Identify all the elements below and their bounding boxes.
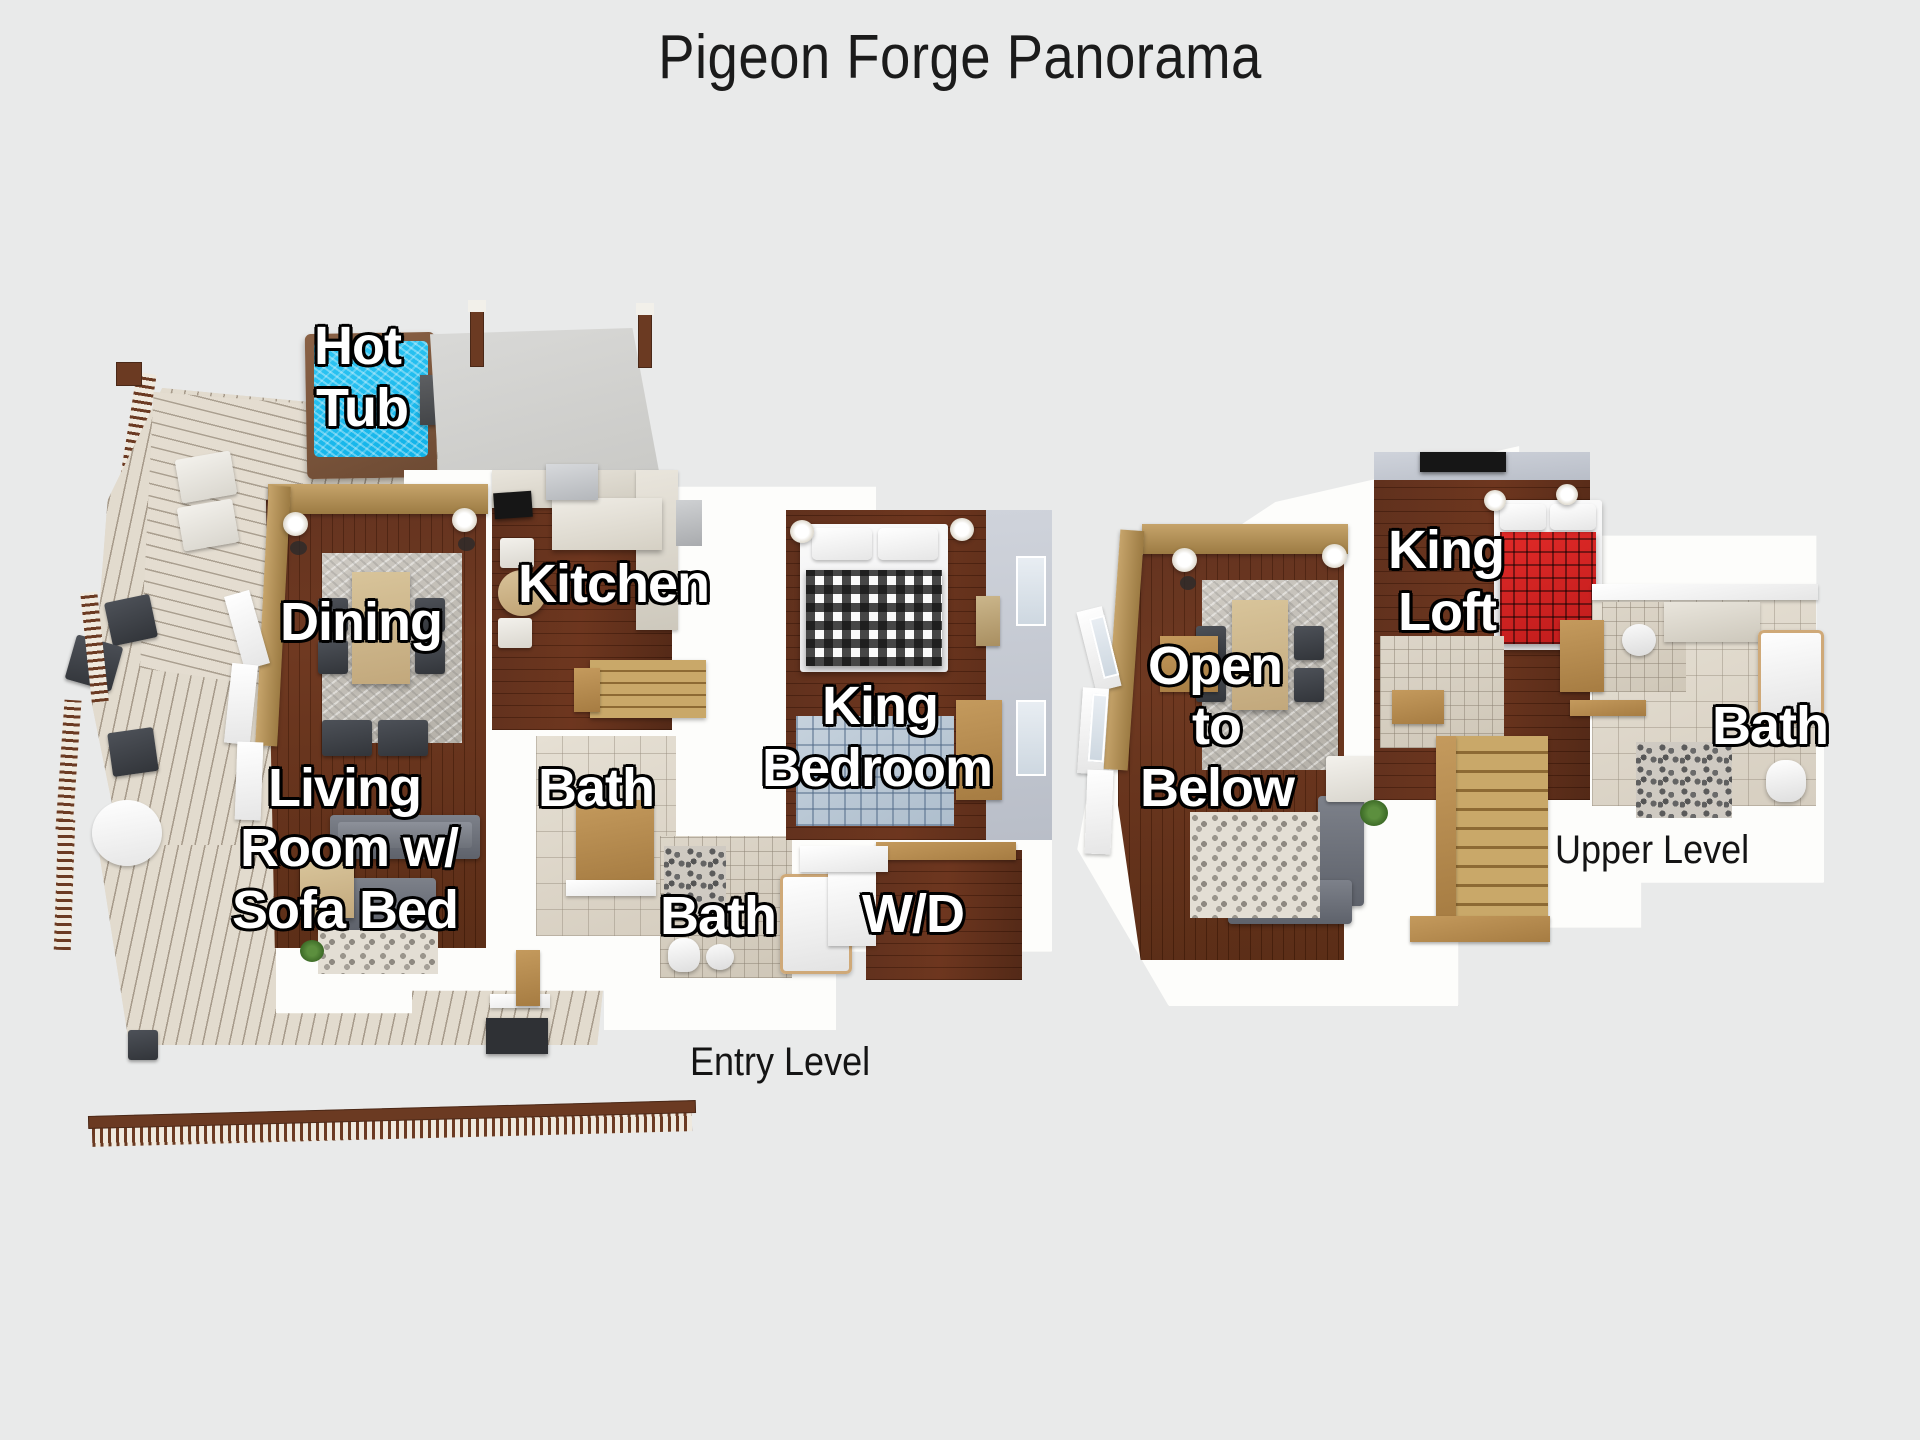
patio-post-right xyxy=(638,308,652,368)
bedroom-wall-art xyxy=(976,596,1000,646)
entry-console xyxy=(516,950,540,1006)
light-fixture-1 xyxy=(283,512,308,536)
kitchen-refrigerator xyxy=(546,464,598,500)
dining-table xyxy=(352,572,410,684)
upper-stair-landing xyxy=(1410,916,1550,942)
open-to-below-dining-table xyxy=(1232,600,1288,710)
king-loft-pillow-2 xyxy=(1550,504,1596,530)
upper-bath-tub xyxy=(1758,630,1824,724)
deck-railing-post-top xyxy=(116,362,142,386)
king-loft-tv xyxy=(1420,452,1506,472)
deck-railing-left-3 xyxy=(53,819,76,951)
upper-bath-vanity xyxy=(1664,602,1760,642)
entry-level-caption: Entry Level xyxy=(690,1040,871,1084)
upper-staircase xyxy=(1454,736,1548,922)
entry-door-mat xyxy=(486,1018,548,1054)
kitchen-tv xyxy=(493,490,533,520)
dining-chair-3 xyxy=(415,598,445,632)
open-to-below-rug-lower xyxy=(1190,812,1320,918)
patio-post-left xyxy=(470,305,484,367)
king-bed-pillow-1 xyxy=(812,528,872,560)
kitchen-range-hood xyxy=(676,500,702,546)
light-fixture-2 xyxy=(452,508,477,532)
upper-bay-wall-3 xyxy=(1084,769,1114,855)
entry-staircase xyxy=(590,660,706,718)
bedroom-light-2 xyxy=(950,518,974,541)
king-bedroom-bench xyxy=(800,846,888,872)
king-loft-light-2 xyxy=(1556,484,1578,505)
living-area-rug-bottom xyxy=(318,930,438,974)
king-bedroom-dresser xyxy=(956,700,1002,800)
breakfast-chair-1 xyxy=(500,538,534,568)
king-loft-pillow-1 xyxy=(1500,504,1546,530)
upper-bath-pebble-floor xyxy=(1636,742,1732,818)
kitchen-counter-right xyxy=(636,470,678,630)
patio-post-right-cap xyxy=(636,303,654,315)
deck-chair-dark-2 xyxy=(107,727,159,777)
great-room-ceiling-beam xyxy=(268,484,488,514)
wd-closet-floor xyxy=(866,850,1022,980)
stair-newel-post xyxy=(574,668,600,712)
bedroom-window-2 xyxy=(1016,700,1046,776)
dining-chair-4 xyxy=(415,640,445,674)
upper-bath-door xyxy=(1570,700,1646,716)
breakfast-chair-2 xyxy=(498,618,532,648)
kitchen-island xyxy=(552,498,662,550)
open-to-below-ceiling-beam xyxy=(1142,524,1348,554)
living-coffee-table xyxy=(300,862,354,918)
upper-bath-sink xyxy=(1622,624,1656,656)
upper-level-caption: Upper Level xyxy=(1555,828,1750,872)
bath-lower-toilet xyxy=(668,938,700,972)
hot-tub-water xyxy=(314,341,428,457)
upper-pendant-shadow-1 xyxy=(1180,576,1196,590)
upper-light-fixture-2 xyxy=(1322,544,1347,568)
bedroom-window-1 xyxy=(1016,556,1046,626)
upper-patio-floor xyxy=(430,328,660,483)
upper-light-fixture-1 xyxy=(1172,548,1197,572)
upper-bath-wall-top xyxy=(1592,584,1818,600)
dining-chair-6 xyxy=(378,720,428,756)
dining-chair-1 xyxy=(318,598,348,632)
upper-stair-rail xyxy=(1436,736,1456,922)
pendant-shadow-1 xyxy=(290,541,307,555)
king-loft-light-1 xyxy=(1484,490,1506,511)
king-bedroom-rug xyxy=(796,716,954,826)
deck-table-1 xyxy=(103,593,159,647)
bedroom-light-1 xyxy=(790,520,814,543)
bath-lower-sink xyxy=(706,944,734,970)
washer-unit xyxy=(828,868,876,946)
bath-center-door xyxy=(566,880,656,896)
open-to-below-plant xyxy=(1360,800,1388,826)
deck-railing-left-2 xyxy=(55,699,82,831)
dining-chair-2 xyxy=(318,640,348,674)
king-bed-pillow-2 xyxy=(878,528,938,560)
upper-bath-cabinet xyxy=(1560,620,1604,692)
living-plant xyxy=(300,940,324,962)
living-bay-wall-3 xyxy=(234,741,264,821)
page-title: Pigeon Forge Panorama xyxy=(658,23,1262,92)
king-bed-comforter xyxy=(806,570,942,666)
deck-grill xyxy=(128,1030,158,1060)
open-to-below-armchair xyxy=(1326,756,1376,802)
bath-lower-shower-pebble xyxy=(664,846,726,918)
patio-post-left-cap xyxy=(468,300,486,312)
living-sofa-cushion xyxy=(338,822,472,848)
pendant-shadow-2 xyxy=(458,537,475,551)
king-loft-bench xyxy=(1392,690,1444,724)
breakfast-table xyxy=(498,570,546,616)
open-to-below-chair-3 xyxy=(1294,626,1324,660)
wd-shelf xyxy=(876,842,1016,860)
deck-round-table xyxy=(92,800,162,866)
bath-center-vanity xyxy=(576,800,654,882)
open-to-below-chair-4 xyxy=(1294,668,1324,702)
open-to-below-sideboard xyxy=(1160,636,1218,692)
upper-bath-toilet xyxy=(1766,760,1806,802)
dining-chair-5 xyxy=(322,720,372,756)
